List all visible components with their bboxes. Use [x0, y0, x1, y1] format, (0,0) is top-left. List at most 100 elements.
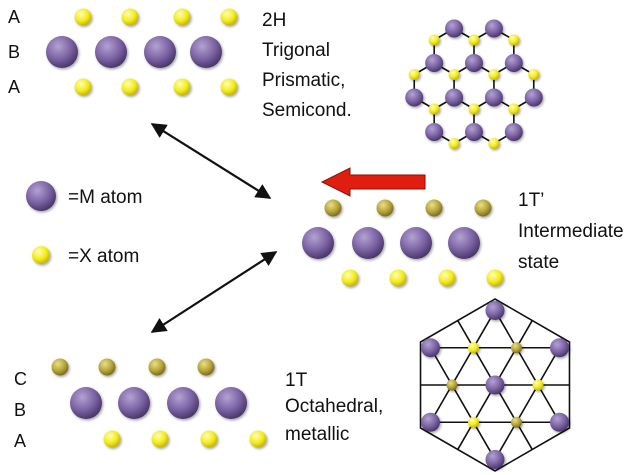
phase-label-2h: 2H Trigonal Prismatic, Semicond. — [262, 10, 352, 121]
double-headed-arrow — [150, 251, 278, 333]
double-headed-arrow — [150, 123, 272, 199]
stacking-letter: B — [8, 42, 20, 62]
phase-label-line: state — [518, 252, 559, 273]
legend-x-atom: =X atom — [68, 246, 139, 267]
m-atom — [524, 88, 543, 107]
x-atom-rear — [324, 199, 342, 217]
m-atom — [485, 301, 505, 321]
x-atom — [532, 379, 544, 391]
x-atom-rear — [98, 358, 116, 376]
x-atom — [468, 342, 479, 354]
lattice-atoms — [405, 19, 543, 149]
x-atom — [341, 269, 359, 287]
m-atom-row — [46, 36, 222, 68]
m-atom — [405, 88, 424, 107]
stacking-letter: C — [14, 369, 27, 389]
m-atom — [144, 36, 176, 68]
x-atom-row — [103, 430, 267, 448]
x-atom-rear — [425, 199, 443, 217]
x-atom — [173, 8, 191, 26]
m-atom — [400, 227, 432, 259]
x-atom — [508, 103, 520, 115]
m-atom — [70, 387, 102, 419]
m-atom — [352, 227, 384, 259]
phase-label-1t: 1T Octahedral, metallic — [285, 370, 383, 445]
m-atom-icon — [26, 181, 56, 211]
stacking-letter: B — [14, 400, 26, 420]
x-atom — [121, 8, 139, 26]
honeycomb-lattice-2h — [405, 19, 543, 149]
phase-label-line: Intermediate — [518, 221, 624, 242]
phase-label-line: Semicond. — [262, 100, 352, 121]
m-atom-row — [302, 227, 480, 259]
m-atom-row — [70, 387, 247, 419]
phase-label-line: 2H — [262, 10, 286, 31]
x-atom — [151, 430, 169, 448]
m-atom — [484, 88, 503, 107]
phase-label-line: Prismatic, — [262, 70, 345, 91]
x-atom — [408, 69, 420, 80]
x-atom-row — [341, 269, 504, 287]
m-atom — [421, 412, 440, 432]
x-atom — [220, 78, 238, 96]
m-atom — [190, 36, 222, 68]
x-atom — [74, 8, 92, 26]
bond-line — [424, 338, 501, 469]
x-atom — [249, 430, 267, 448]
x-atom-rear — [511, 416, 522, 428]
m-atom — [550, 338, 569, 358]
m-atom — [425, 123, 444, 141]
x-atom — [448, 69, 460, 80]
phase-2h-side-view — [46, 8, 238, 96]
stacking-label-1t: C B A — [14, 369, 27, 451]
x-atom — [200, 430, 218, 448]
x-atom-icon — [32, 246, 50, 264]
m-atom — [445, 88, 464, 107]
x-atom — [448, 138, 460, 149]
m-atom — [118, 387, 150, 419]
x-atom — [220, 8, 238, 26]
m-atom — [465, 54, 483, 72]
x-atom — [438, 269, 456, 287]
x-atom-row — [74, 8, 238, 26]
lattice-boundary — [419, 298, 571, 472]
m-atom — [425, 54, 444, 72]
m-atom — [485, 375, 505, 395]
x-atom — [508, 34, 520, 46]
m-atom — [445, 19, 464, 38]
m-atom — [485, 449, 505, 469]
bond-line — [489, 338, 566, 469]
x-atom — [488, 69, 500, 80]
x-atom — [428, 103, 440, 115]
x-atom — [528, 69, 540, 80]
x-atom-rear — [51, 358, 69, 376]
m-atom — [550, 412, 569, 432]
x-atom — [468, 416, 479, 428]
m-atom — [448, 227, 480, 259]
phase-label-line: 1T — [285, 370, 308, 391]
phase-label-1t-prime: 1T’ Intermediate state — [518, 190, 624, 273]
m-atom — [302, 227, 334, 259]
legend: =M atom =X atom — [26, 181, 142, 267]
stacking-letter: A — [8, 7, 20, 27]
lattice-atoms — [421, 301, 569, 469]
x-atom-rear — [511, 342, 522, 354]
x-atom — [389, 269, 407, 287]
x-atom-rear — [446, 379, 458, 391]
x-atom-row — [51, 358, 215, 376]
m-atom — [504, 123, 523, 141]
x-atom-rear — [197, 358, 215, 376]
x-atom-row — [74, 78, 238, 96]
phase-1t-prime-side-view — [302, 199, 504, 287]
m-atom — [95, 36, 127, 68]
x-atom — [468, 34, 480, 46]
m-atom — [484, 19, 503, 38]
phase-label-line: Trigonal — [262, 40, 330, 61]
stacking-letter: A — [8, 77, 20, 97]
x-atom — [103, 430, 121, 448]
x-atom — [486, 269, 504, 287]
bond-line — [489, 301, 566, 432]
m-atom — [465, 123, 483, 141]
x-atom-rear — [148, 358, 166, 376]
